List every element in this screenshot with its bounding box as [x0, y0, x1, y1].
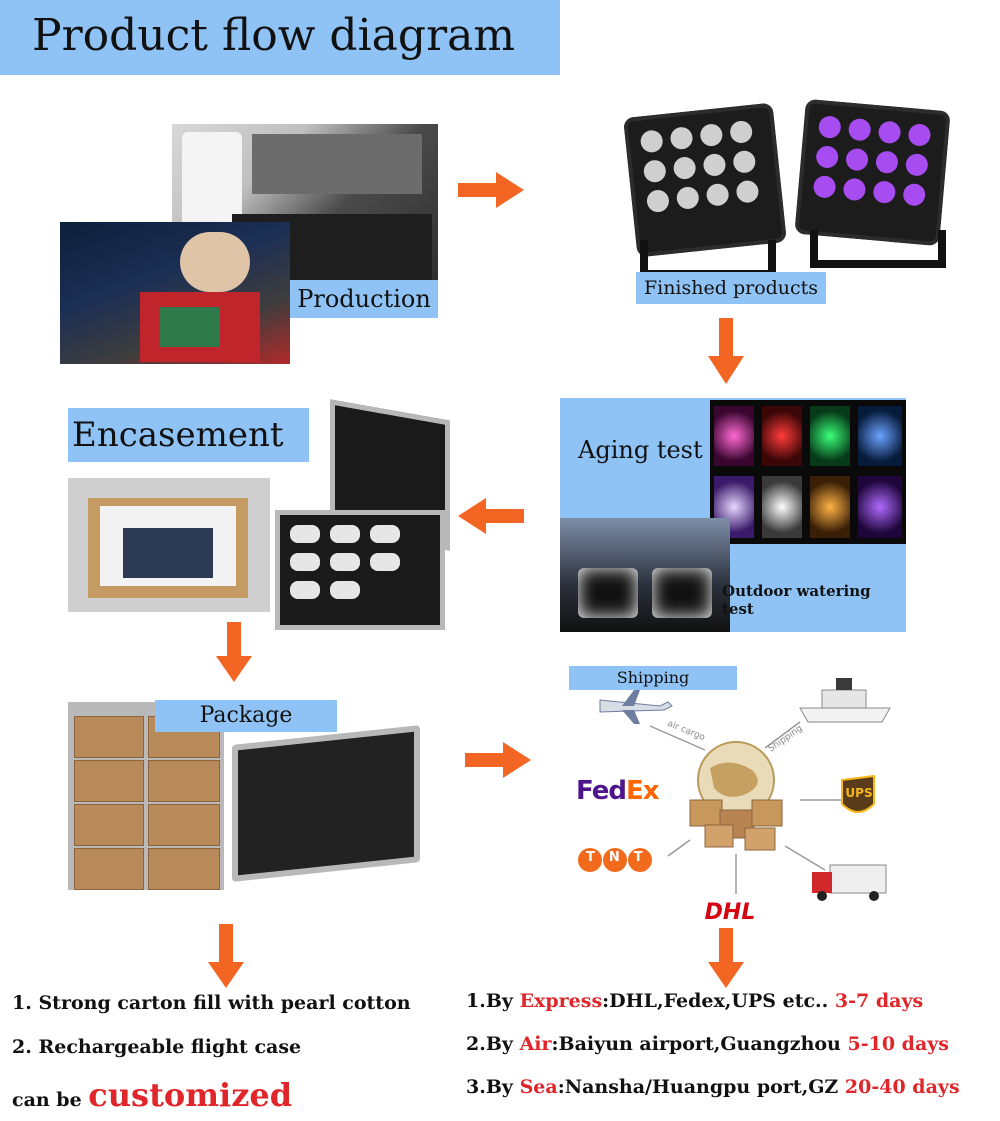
encasement-flight-case	[270, 399, 450, 640]
label-shipping: Shipping	[569, 666, 737, 690]
ups-logo: UPS	[845, 786, 873, 800]
shipping-note-sea: 3.By Sea:Nansha/Huangpu port,GZ 20-40 da…	[466, 1076, 960, 1098]
arrow-left-icon	[458, 498, 524, 534]
encasement-carton-photo	[68, 478, 270, 612]
package-cartons-photo	[68, 702, 224, 890]
arrow-down-icon	[708, 928, 744, 988]
title-banner: Product flow diagram	[0, 0, 560, 75]
dhl-logo: DHL	[704, 900, 756, 925]
shipping-note-air: 2.By Air:Baiyun airport,Guangzhou 5-10 d…	[466, 1033, 949, 1055]
arrow-down-icon	[216, 622, 252, 682]
note-carton: 1. Strong carton fill with pearl cotton	[12, 992, 411, 1014]
page-title: Product flow diagram	[32, 10, 516, 61]
shipping-diagram: air cargo Shipping FedEx UPS TNT DHL	[560, 660, 1000, 930]
arrow-down-icon	[208, 924, 244, 988]
shipping-note-express: 1.By Express:DHL,Fedex,UPS etc.. 3-7 day…	[466, 990, 924, 1012]
label-package: Package	[155, 700, 337, 732]
label-watering-test: Outdoor watering test	[722, 582, 871, 618]
note-customized: can be customized	[12, 1076, 293, 1114]
arrow-right-icon	[465, 742, 531, 778]
tnt-logo: TNT	[586, 850, 657, 865]
label-production: Production	[290, 280, 438, 318]
package-flight-case	[232, 725, 420, 882]
arrow-right-icon	[458, 172, 524, 208]
label-finished-products: Finished products	[636, 272, 826, 304]
note-flight-case: 2. Rechargeable flight case	[12, 1036, 302, 1058]
fedex-logo: FedEx	[576, 776, 659, 806]
arrow-down-icon	[708, 318, 744, 384]
label-aging-test: Aging test	[578, 436, 703, 464]
production-photo-front	[60, 222, 290, 364]
aging-test-block: Aging test Outdoor watering test	[560, 398, 906, 632]
label-encasement: Encasement	[68, 408, 309, 462]
finished-products-image	[623, 98, 955, 285]
